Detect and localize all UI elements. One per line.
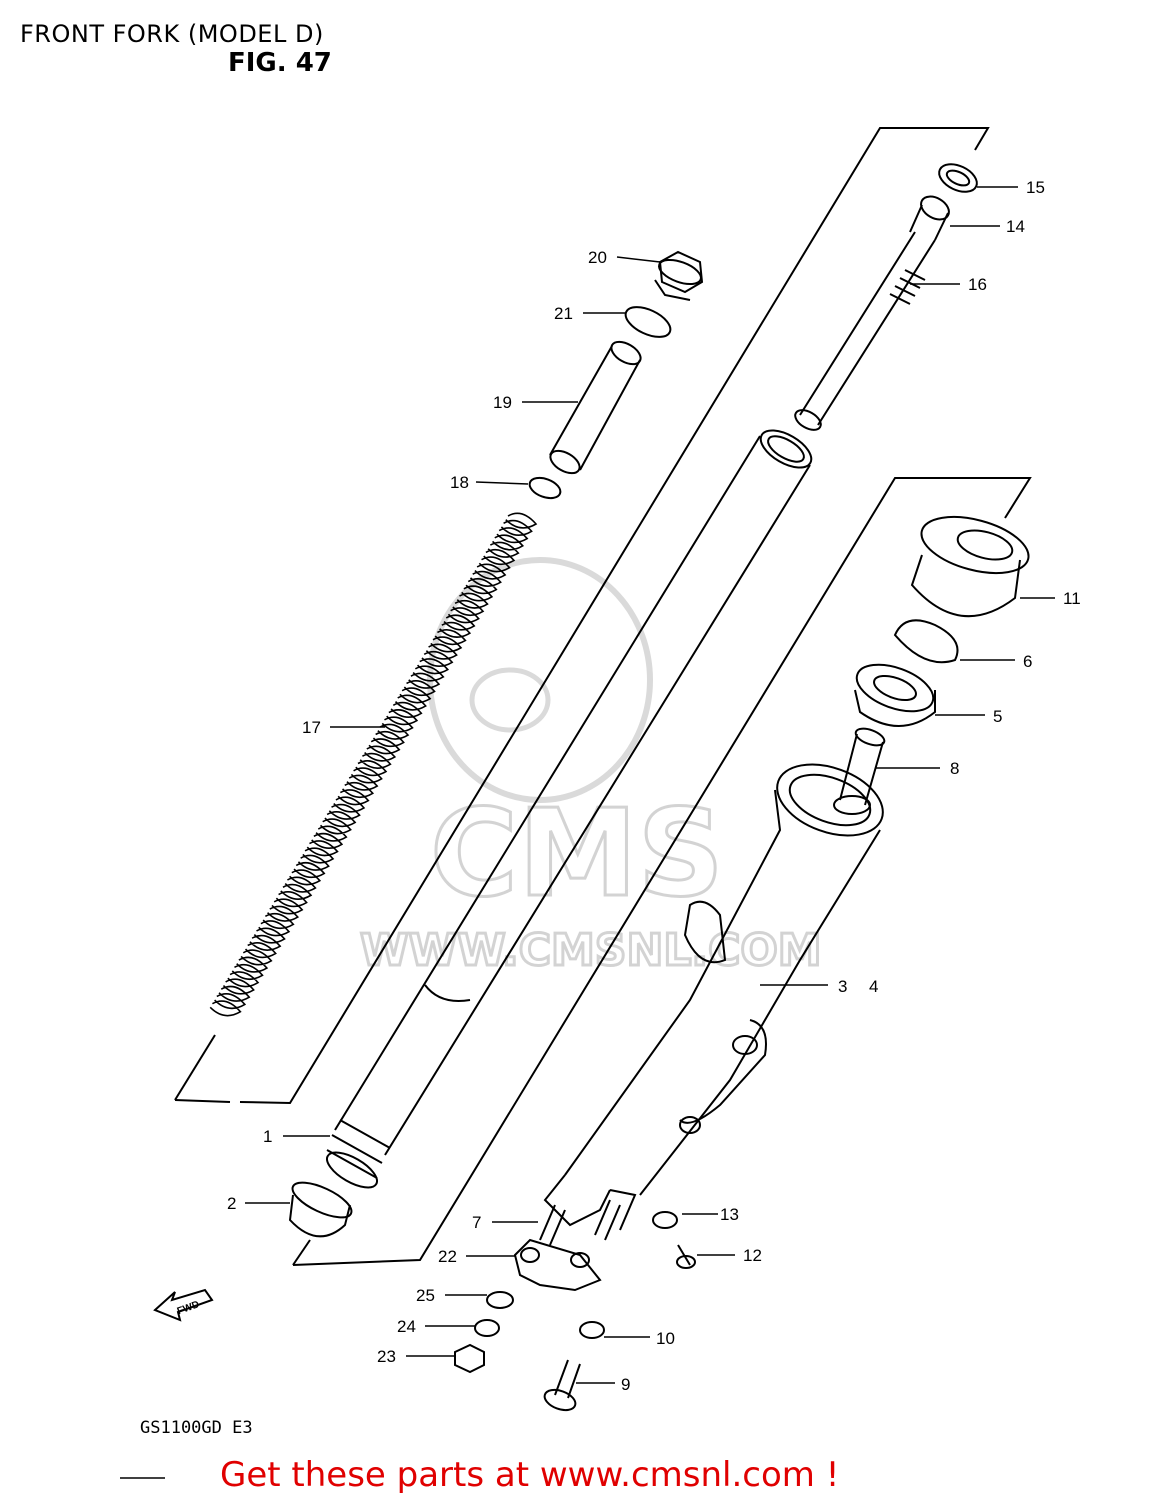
part-22-axle-holder (513, 1238, 602, 1292)
part-13-washer (652, 1211, 678, 1229)
callout-9: 9 (621, 1375, 630, 1394)
callout-1: 1 (263, 1127, 272, 1146)
watermark-url: WWW.CMSNL.COM (360, 925, 822, 976)
part-18-washer (528, 476, 562, 500)
callout-7: 7 (472, 1213, 481, 1232)
callout-15: 15 (1026, 178, 1045, 197)
callout-12: 12 (743, 1246, 762, 1265)
callout-4: 4 (869, 977, 878, 996)
part-21-o-ring (624, 306, 672, 338)
callout-8: 8 (950, 759, 959, 778)
callout-21: 21 (554, 304, 573, 323)
callout-13: 13 (720, 1205, 739, 1224)
parts-link[interactable]: Get these parts at www.cmsnl.com ! (220, 1455, 840, 1495)
callout-24: 24 (397, 1317, 416, 1336)
callout-11: 11 (1063, 589, 1081, 608)
callout-22: 22 (438, 1247, 457, 1266)
page-title: FRONT FORK (MODEL D) (20, 20, 324, 48)
callout-20: 20 (588, 248, 607, 267)
part-15-ring (938, 163, 978, 193)
inner-tube (326, 429, 813, 1189)
part-6-clip (893, 619, 959, 664)
callout-6: 6 (1023, 652, 1032, 671)
callout-2: 2 (227, 1194, 236, 1213)
part-19-spacer (549, 340, 642, 475)
callout-5: 5 (993, 707, 1002, 726)
part-20-cap-bolt (654, 250, 704, 301)
outer-tube-group-bracket (292, 477, 1032, 1266)
part-9-bolt (543, 1359, 581, 1412)
fwd-arrow-icon (153, 1288, 214, 1322)
part-24-lock-washer (474, 1319, 500, 1337)
leader-lines (120, 186, 1055, 1479)
figure-number: FIG. 47 (228, 48, 332, 78)
watermark-brand: CMS (430, 785, 724, 924)
part-12-bolt (676, 1244, 696, 1269)
part-11-dust-seal (910, 515, 1030, 618)
fwd-arrow-label: FWD (176, 1299, 201, 1317)
callout-25: 25 (416, 1286, 435, 1305)
damper-rod (794, 195, 950, 431)
cms-watermark: CMS WWW.CMSNL.COM (359, 557, 823, 978)
part-7-stud (539, 1199, 621, 1246)
callout-18: 18 (450, 473, 469, 492)
model-code: GS1100GD E3 (140, 1418, 253, 1438)
part-3-4-outer-tube (543, 763, 884, 1231)
callout-10: 10 (656, 1329, 675, 1348)
callout-17: 17 (302, 718, 321, 737)
part-17-spring (209, 512, 538, 1017)
callout-14: 14 (1006, 217, 1025, 236)
callout-3: 3 (838, 977, 847, 996)
part-25-washer (486, 1291, 514, 1309)
inner-tube-group-bracket (174, 127, 990, 1105)
part-5-oil-seal (854, 663, 936, 727)
callout-23: 23 (377, 1347, 396, 1366)
part-23-nut (454, 1343, 485, 1374)
callout-19: 19 (493, 393, 512, 412)
part-2-bush (288, 1181, 353, 1238)
part-10-washer (579, 1321, 605, 1339)
callout-16: 16 (968, 275, 987, 294)
